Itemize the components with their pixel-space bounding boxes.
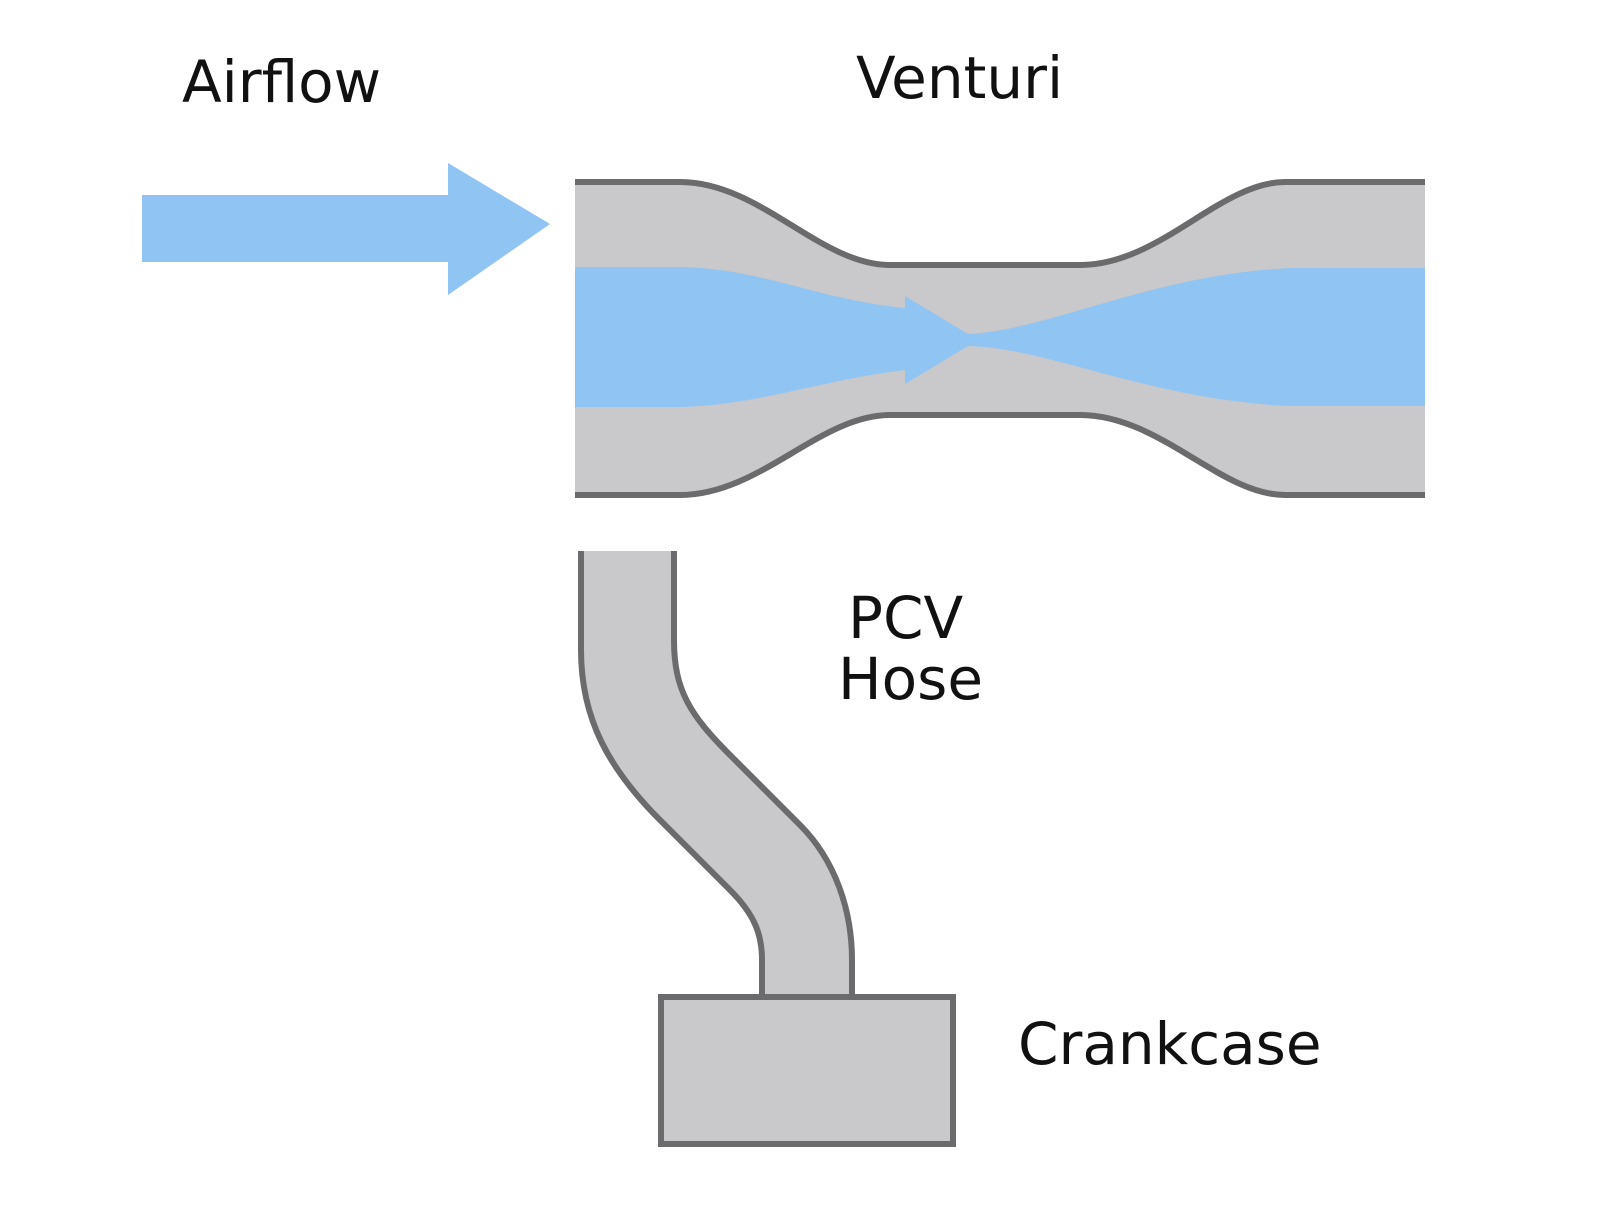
airflow-arrow [142,163,550,295]
pcv-hose-left-wall [578,551,765,995]
venturi-top-wall [575,179,1425,268]
pcv-hose [581,551,852,995]
pcv-hose-label-line1: PCV [848,584,964,652]
pcv-hose-right-wall [671,551,855,995]
crankcase-box [658,994,956,1147]
crankcase-label: Crankcase [1018,1010,1322,1078]
venturi-bottom-wall [575,412,1425,498]
pcv-hose-label-line2: Hose [838,644,983,713]
venturi-airstream [575,267,1425,407]
airflow-label: Airflow [182,48,382,116]
pcv-hose-label: PCV Hose [838,588,983,710]
venturi-label: Venturi [856,44,1064,112]
